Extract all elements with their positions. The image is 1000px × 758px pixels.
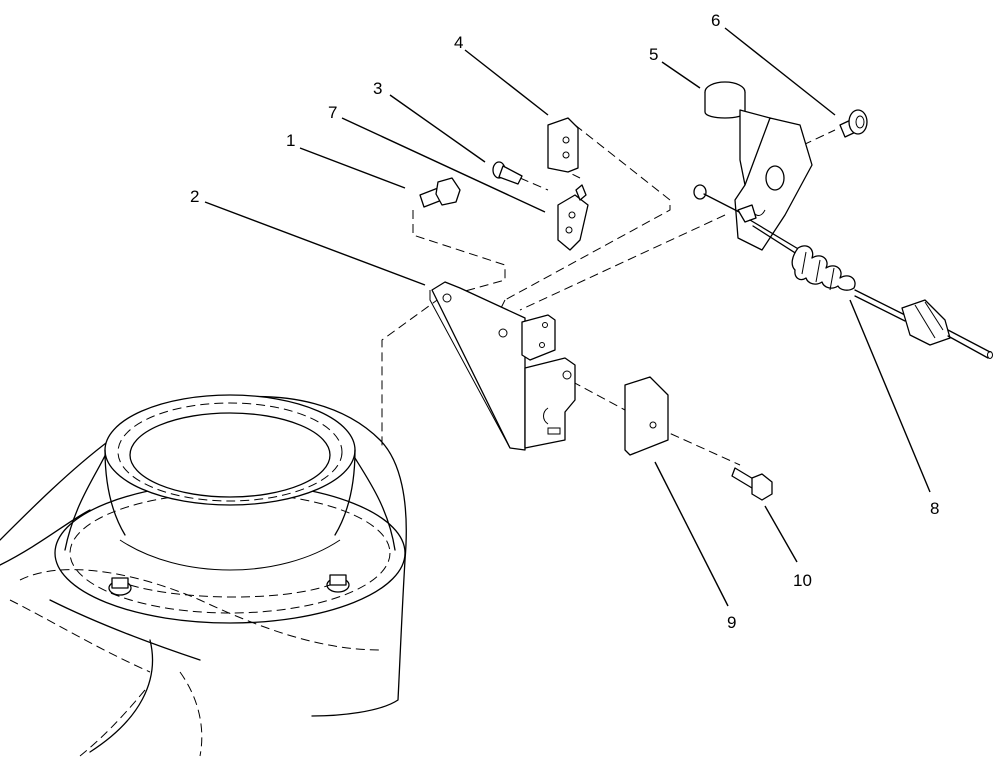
callout-4: 4	[454, 33, 463, 52]
callout-6: 6	[711, 11, 720, 30]
cable-clamp-part-4	[547, 117, 579, 173]
cable-spring	[791, 245, 856, 291]
cover-bolt-right	[326, 574, 350, 593]
callout-10: 10	[793, 571, 812, 590]
callout-7: 7	[328, 103, 337, 122]
mower-deck	[0, 394, 407, 757]
bracket-part-2	[429, 281, 576, 451]
callout-2: 2	[190, 187, 199, 206]
assembly-lines	[381, 124, 836, 466]
screw-part-10	[731, 467, 773, 501]
bolt-part-1	[419, 177, 461, 208]
pivot-bolt-part-6	[839, 109, 868, 138]
cover-bolt-left	[108, 577, 132, 596]
clip-part-7	[557, 184, 589, 251]
callout-labels: 1 2 3 4 5 6 7 8 9 10	[190, 11, 939, 632]
spindle-cover	[54, 394, 406, 624]
plate-part-9	[624, 376, 669, 456]
screw-part-3	[492, 161, 523, 185]
callout-8: 8	[930, 499, 939, 518]
callout-5: 5	[649, 45, 658, 64]
callout-3: 3	[373, 79, 382, 98]
control-lever-part-5	[704, 81, 813, 251]
callout-1: 1	[286, 131, 295, 150]
throttle-cable-part-8	[693, 184, 993, 359]
callout-9: 9	[727, 613, 736, 632]
leader-lines	[204, 27, 931, 607]
